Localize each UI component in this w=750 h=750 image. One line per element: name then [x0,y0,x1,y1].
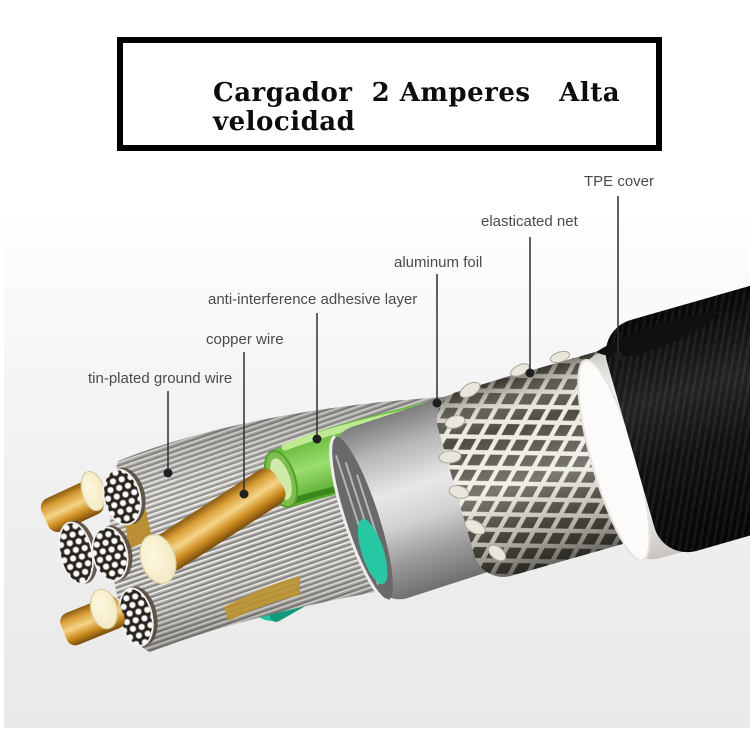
jacket-flap [596,310,722,357]
page-title: Cargador 2 Amperes Alta velocidad [213,78,621,137]
stranded-wire-end-2 [58,520,98,585]
label-elasticated-net: elasticated net [481,213,578,230]
stranded-wire-end-3 [91,525,133,582]
foil-opening [329,435,393,602]
callout-lines [167,196,619,494]
callout-dots [163,351,623,499]
stranded-wire-end-1 [102,467,146,526]
mesh-flaps [438,350,571,562]
title-box: Cargador 2 Amperes Alta velocidad [117,37,662,151]
copper-wire-end [139,534,177,584]
copper-wire-shaft [153,468,286,571]
label-tpe-cover: TPE cover [584,173,655,190]
label-tin-plated-ground-wire: tin-plated ground wire [88,370,233,387]
gold-wire-2 [60,588,125,646]
gold-strip [224,576,300,621]
label-aluminum-foil: aluminum foil [394,254,483,271]
label-copper-wire: copper wire [206,331,284,348]
label-anti-interference-adhesive-layer: anti-interference adhesive layer [208,291,418,308]
